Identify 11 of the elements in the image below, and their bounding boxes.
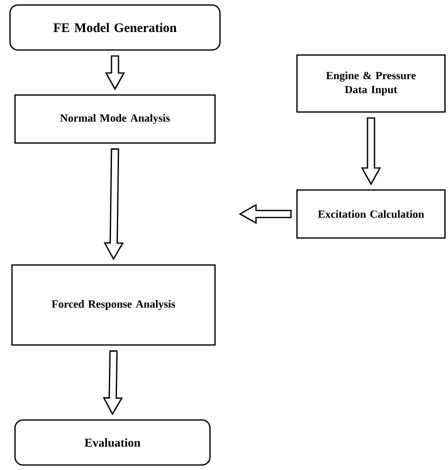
process-box: Excitation Calculation bbox=[296, 189, 446, 239]
process-box: Engine & Pressure Data Input bbox=[296, 54, 446, 113]
block-arrow bbox=[104, 148, 124, 260]
process-box: Forced Response Analysis bbox=[11, 264, 216, 346]
block-arrow bbox=[360, 117, 382, 186]
block-arrow bbox=[104, 55, 126, 90]
process-box: Normal Mode Analysis bbox=[14, 94, 216, 144]
block-arrow bbox=[102, 350, 123, 416]
terminal-box: Evaluation bbox=[14, 419, 211, 466]
terminal-box: FE Model Generation bbox=[9, 4, 221, 51]
block-arrow bbox=[238, 204, 292, 224]
